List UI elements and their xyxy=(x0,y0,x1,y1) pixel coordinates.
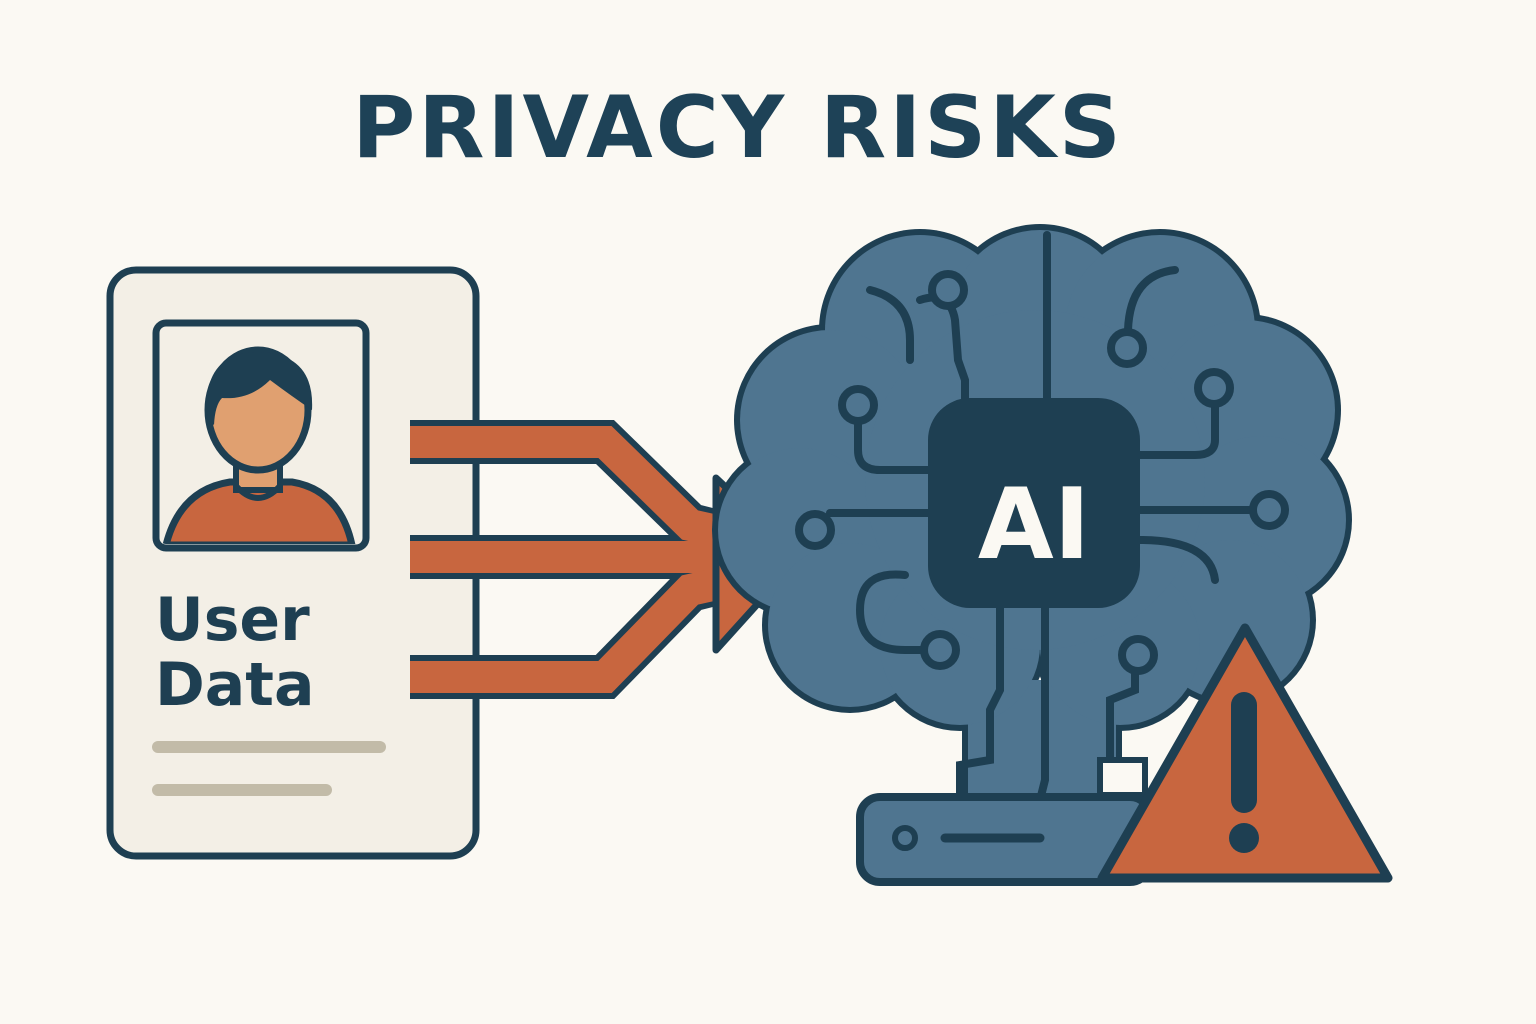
ai-label: AI xyxy=(978,468,1090,582)
card-label-line1: User xyxy=(155,585,310,655)
ai-chip xyxy=(928,398,1140,608)
user-avatar-icon xyxy=(152,319,370,552)
server-icon xyxy=(856,757,1154,886)
data-flow-arrow-icon xyxy=(410,420,804,699)
warning-triangle-icon xyxy=(1097,623,1393,883)
brain-circuit-icon: AI xyxy=(712,224,1352,805)
page-title: PRIVACY RISKS xyxy=(352,78,1124,178)
card-label-line2: Data xyxy=(155,650,314,720)
